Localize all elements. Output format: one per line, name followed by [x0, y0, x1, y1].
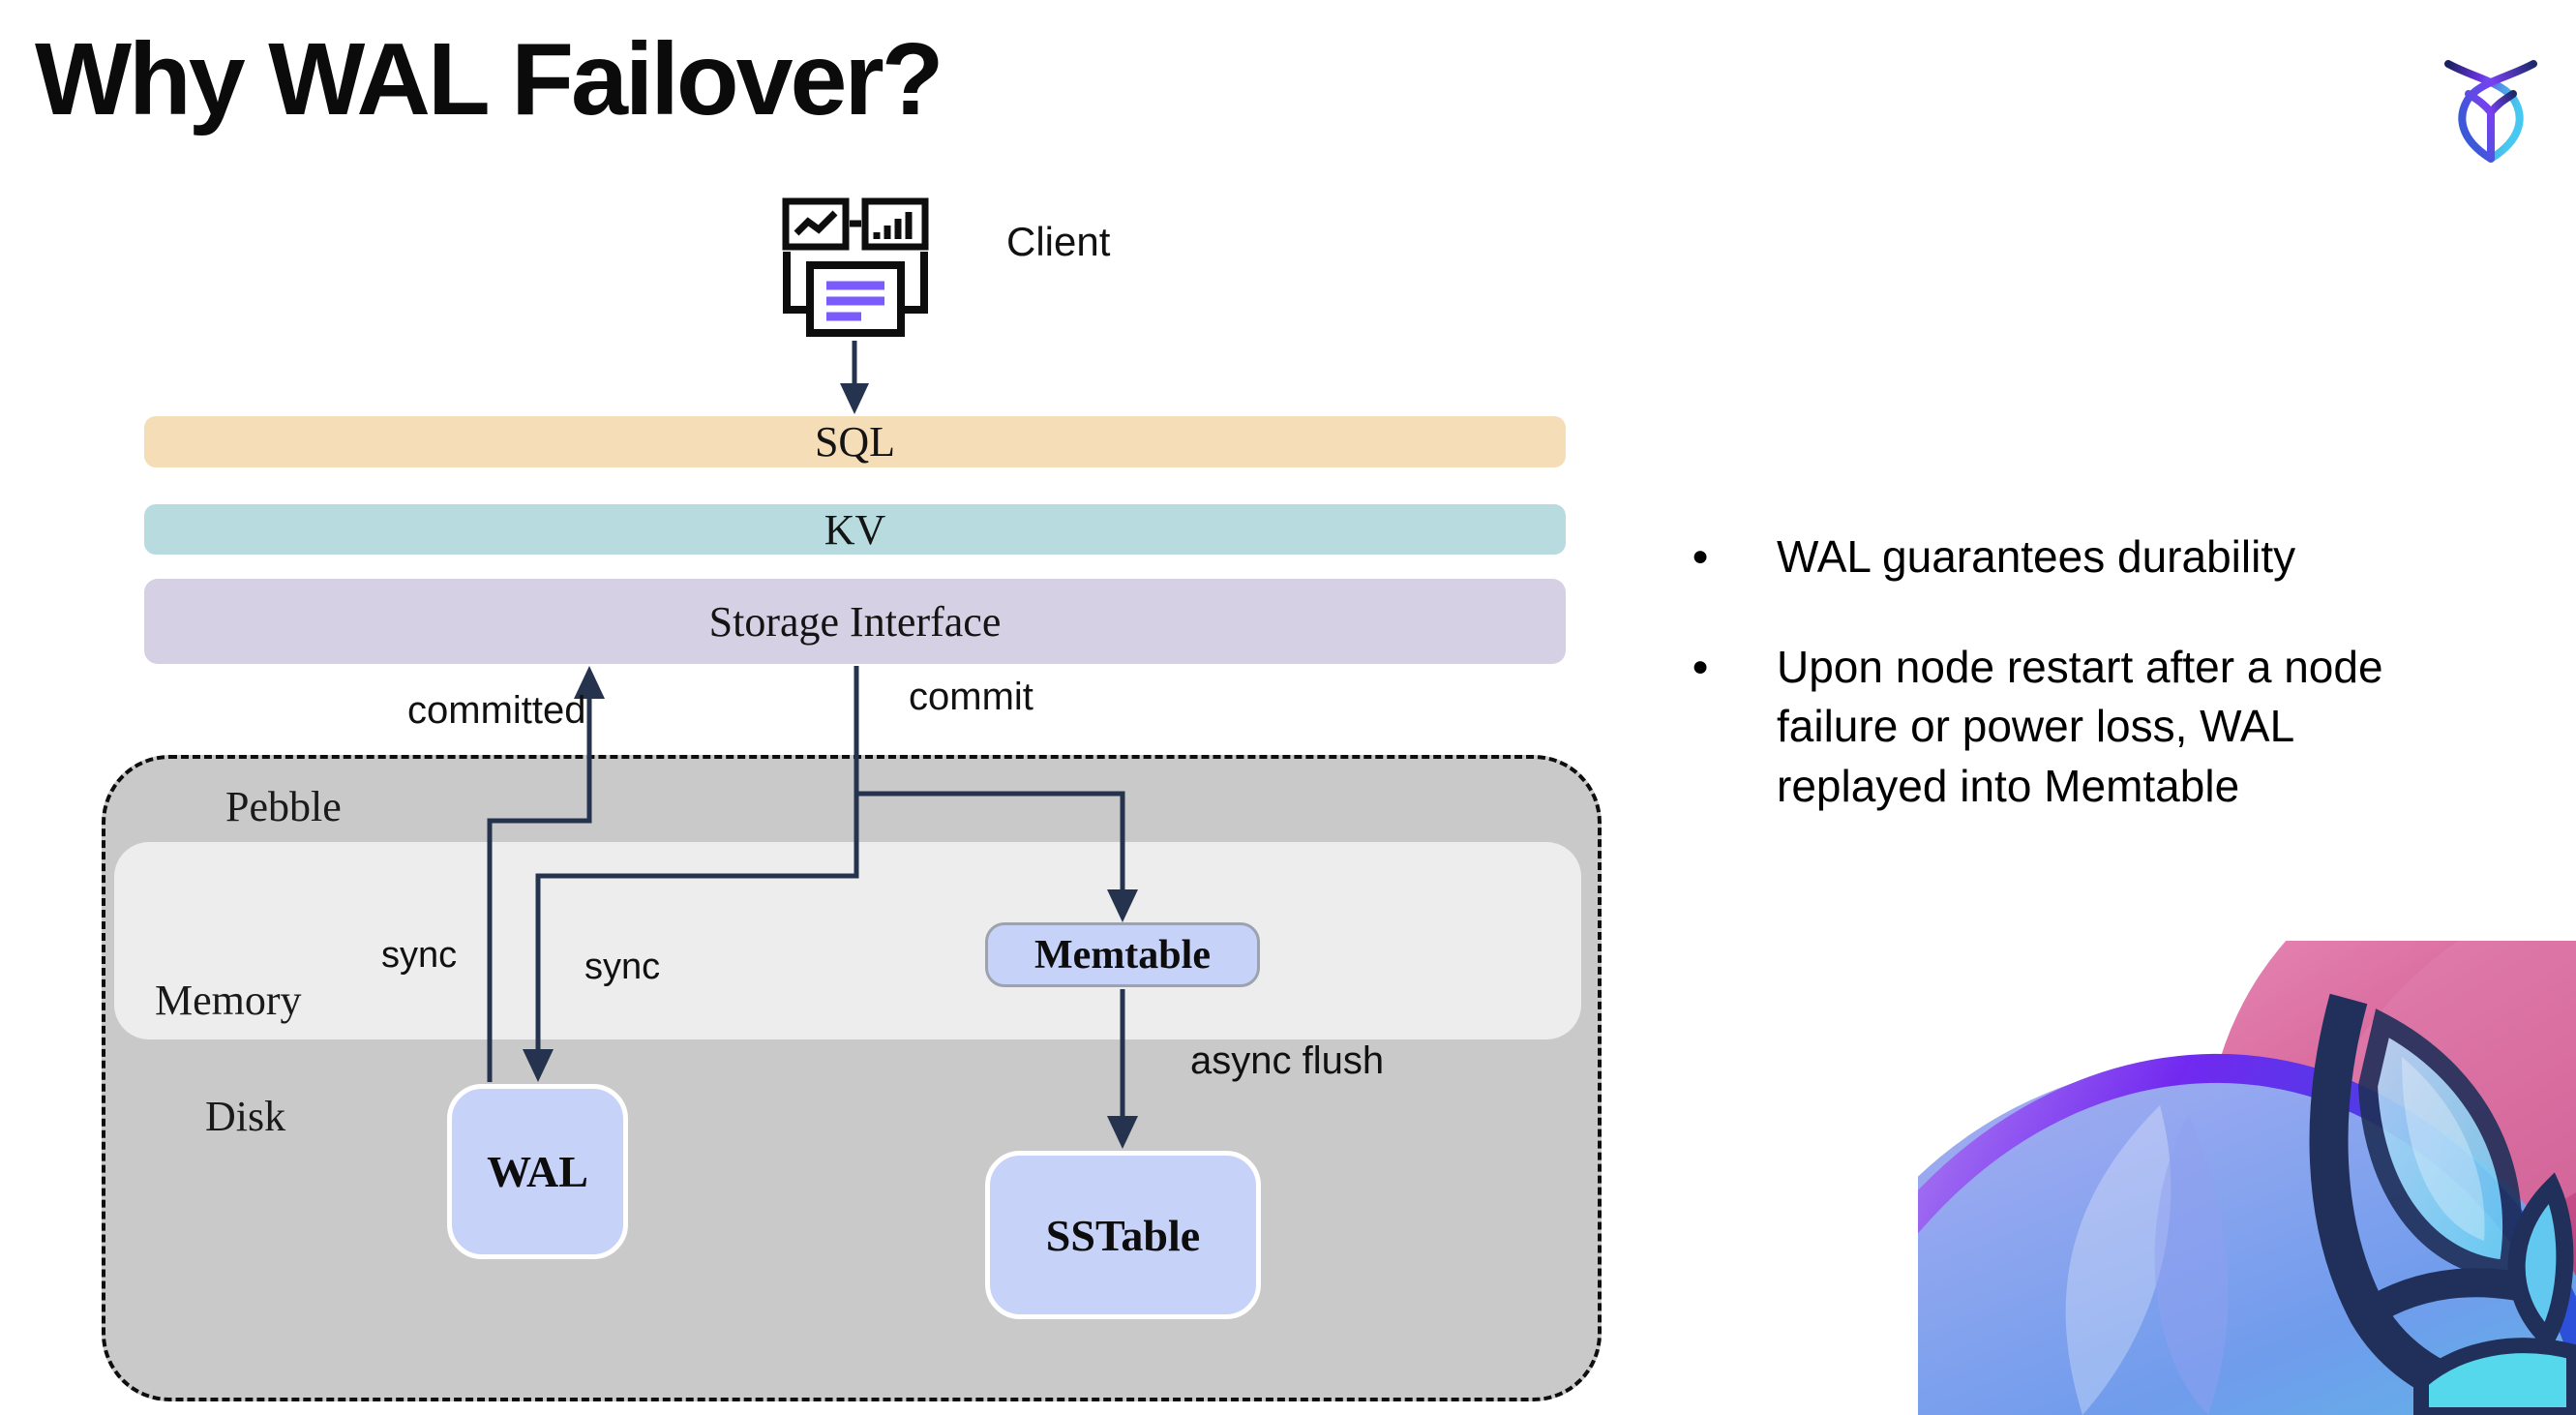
- layer-storage-interface-label: Storage Interface: [708, 597, 1002, 646]
- layer-sql: SQL: [144, 416, 1566, 467]
- edge-label-committed: committed: [407, 689, 586, 732]
- edge-label-sync-right: sync: [584, 947, 661, 987]
- disk-zone-label: Disk: [205, 1093, 286, 1140]
- edge-committed-line: [487, 699, 592, 1082]
- edge-commit-branch-memtable: [856, 791, 1125, 891]
- layer-storage-interface: Storage Interface: [144, 579, 1566, 664]
- arrowhead-into-memtable: [1107, 889, 1138, 922]
- node-memtable: Memtable: [985, 922, 1260, 987]
- bullet-text: WAL guarantees durability: [1777, 531, 2296, 582]
- bullet-text: Upon node restart after a node failure o…: [1777, 641, 2383, 811]
- bullet-item: ● WAL guarantees durability: [1692, 527, 2466, 587]
- node-wal-label: WAL: [487, 1147, 588, 1196]
- bullet-dot-icon: ●: [1692, 649, 1710, 682]
- client-label: Client: [1006, 219, 1111, 264]
- client-doc-lines: [826, 281, 884, 321]
- edge-label-sync-left: sync: [381, 935, 458, 976]
- arrowhead-into-sql: [840, 383, 869, 414]
- layer-kv-label: KV: [824, 505, 886, 554]
- arrowhead-into-wal: [523, 1049, 554, 1082]
- cockroachdb-logo-icon: [2444, 60, 2537, 163]
- edge-label-commit: commit: [909, 676, 1033, 718]
- layer-sql-label: SQL: [814, 418, 896, 466]
- node-memtable-label: Memtable: [1034, 932, 1211, 978]
- bullet-dot-icon: ●: [1692, 540, 1710, 572]
- edge-label-async-flush: async flush: [1190, 1039, 1385, 1082]
- page-title: Why WAL Failover?: [35, 22, 944, 136]
- arrowhead-into-storage: [574, 666, 605, 699]
- edge-commit-line: [535, 666, 859, 1051]
- client-icon: [782, 197, 929, 337]
- node-sstable: SSTable: [985, 1151, 1261, 1319]
- arrowhead-into-sstable: [1107, 1116, 1138, 1149]
- layer-kv: KV: [144, 504, 1566, 555]
- memory-zone-label: Memory: [155, 977, 302, 1024]
- bullet-list: ● WAL guarantees durability ● Upon node …: [1692, 527, 2466, 817]
- pebble-label: Pebble: [225, 783, 342, 830]
- brand-art-graphic: [1918, 941, 2576, 1415]
- node-wal: WAL: [447, 1084, 628, 1259]
- node-sstable-label: SSTable: [1045, 1210, 1201, 1260]
- bullet-item: ● Upon node restart after a node failure…: [1692, 638, 2466, 817]
